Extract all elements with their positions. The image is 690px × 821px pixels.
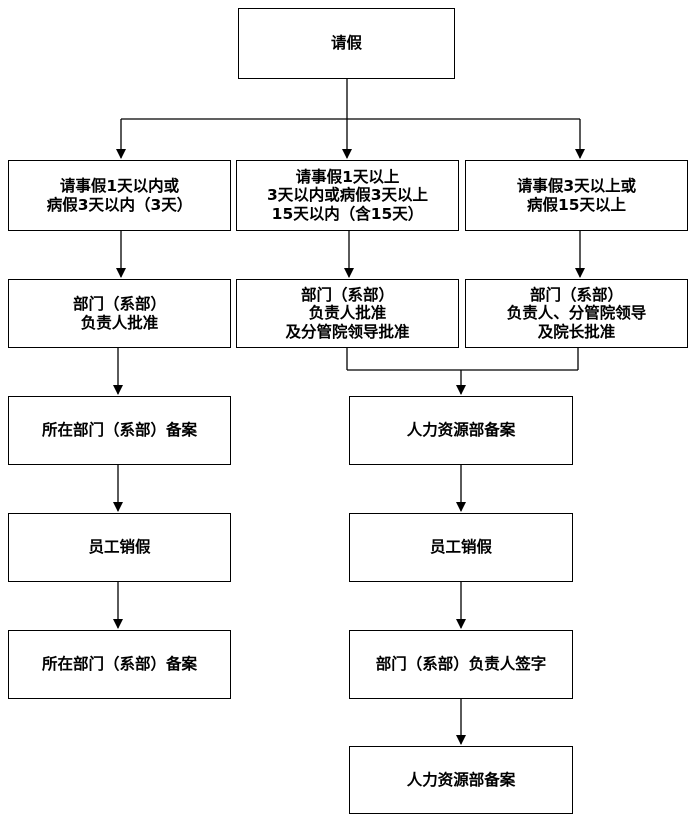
cancel-leave-label-right: 员工销假 <box>429 538 492 557</box>
approval-label-long: 部门（系部） 负责人、分管院领导 及院长批准 <box>506 286 647 341</box>
approval-label-medium: 部门（系部） 负责人批准 及分管院领导批准 <box>285 286 410 341</box>
hr-record-box-1: 人力资源部备案 <box>349 396 573 465</box>
approval-label-short: 部门（系部） 负责人批准 <box>72 295 166 332</box>
head-sign-box: 部门（系部）负责人签字 <box>349 630 573 699</box>
condition-box-medium: 请事假1天以上 3天以内或病假3天以上 15天以内（含15天） <box>236 160 459 231</box>
dept-record-label-2: 所在部门（系部）备案 <box>41 655 197 674</box>
condition-label-long: 请事假3天以上或 病假15天以上 <box>516 177 637 214</box>
approval-box-long: 部门（系部） 负责人、分管院领导 及院长批准 <box>465 279 688 348</box>
cancel-leave-label-left: 员工销假 <box>88 538 151 557</box>
hr-record-label-1: 人力资源部备案 <box>406 421 516 440</box>
condition-box-short: 请事假1天以内或 病假3天以内（3天） <box>8 160 231 231</box>
hr-record-box-2: 人力资源部备案 <box>349 746 573 814</box>
cancel-leave-box-left: 员工销假 <box>8 513 231 582</box>
condition-box-long: 请事假3天以上或 病假15天以上 <box>465 160 688 231</box>
dept-record-box-1: 所在部门（系部）备案 <box>8 396 231 465</box>
condition-label-medium: 请事假1天以上 3天以内或病假3天以上 15天以内（含15天） <box>266 168 429 223</box>
cancel-leave-box-right: 员工销假 <box>349 513 573 582</box>
condition-label-short: 请事假1天以内或 病假3天以内（3天） <box>46 177 193 214</box>
head-sign-label: 部门（系部）负责人签字 <box>375 655 547 674</box>
dept-record-box-2: 所在部门（系部）备案 <box>8 630 231 699</box>
leave-box: 请假 <box>238 8 455 79</box>
approval-box-medium: 部门（系部） 负责人批准 及分管院领导批准 <box>236 279 459 348</box>
approval-box-short: 部门（系部） 负责人批准 <box>8 279 231 348</box>
leave-label: 请假 <box>330 34 362 53</box>
hr-record-label-2: 人力资源部备案 <box>406 770 516 789</box>
dept-record-label-1: 所在部门（系部）备案 <box>41 421 197 440</box>
